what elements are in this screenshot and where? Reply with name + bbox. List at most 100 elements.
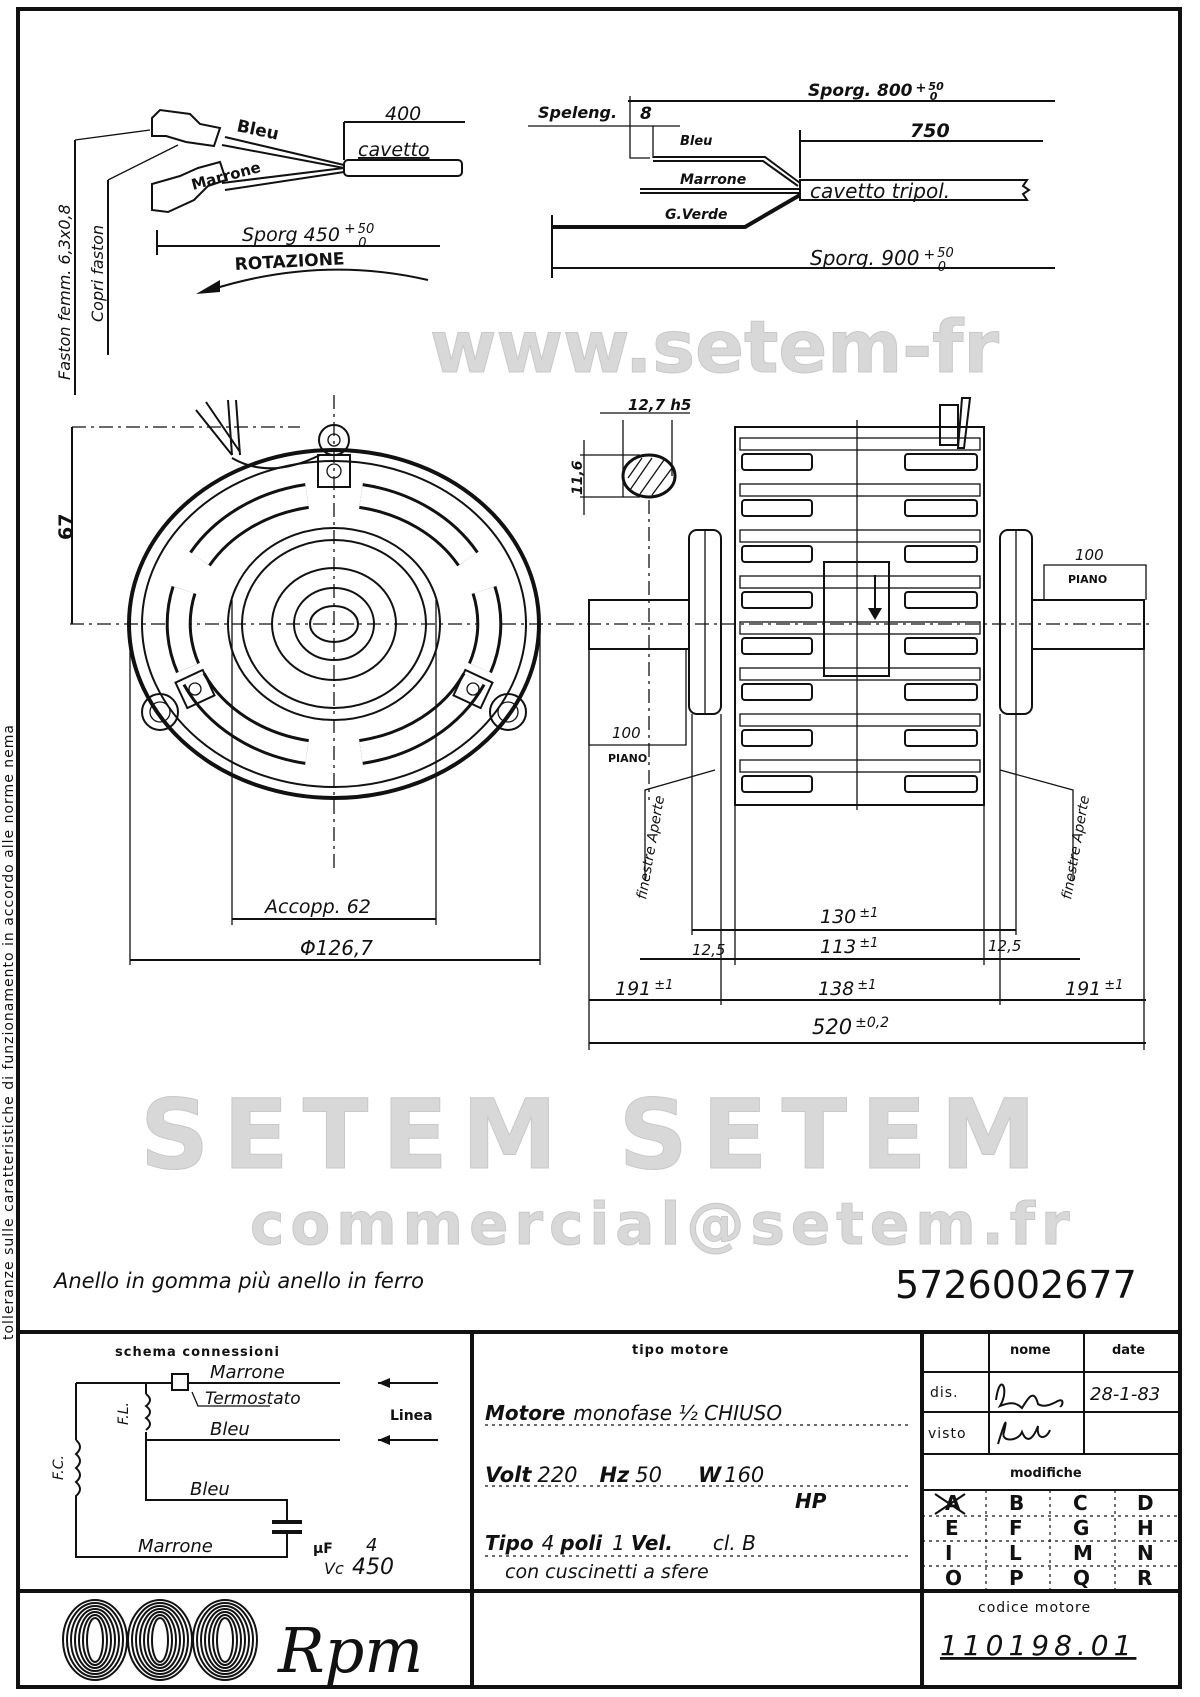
schema-marrone-top: Marrone xyxy=(210,1362,285,1383)
side-view: 12,7 h5 11,6 100 PIANO 100 PIANO finestr… xyxy=(560,396,1150,1050)
shaft-section-hatch xyxy=(627,457,673,496)
modifiche-label: modifiche xyxy=(1010,1466,1082,1481)
coprifaston-leader-arrow xyxy=(107,144,179,181)
logo-coil xyxy=(143,1611,177,1669)
revision-letter: N xyxy=(1137,1541,1154,1565)
revision-letter: R xyxy=(1137,1566,1152,1590)
dim-400: 400 xyxy=(385,103,421,125)
dim-coupling: Accopp. 62 xyxy=(263,896,371,918)
fin-slot-right xyxy=(904,775,978,793)
fin-slot-left xyxy=(741,453,813,471)
dim-12-5-right: 12,5 xyxy=(988,937,1021,955)
revision-letter: D xyxy=(1137,1491,1154,1515)
codice-title: codice motore xyxy=(978,1600,1091,1616)
logo-coil xyxy=(139,1608,181,1672)
schema-linea: Linea xyxy=(390,1408,433,1424)
fin-slot-right xyxy=(904,591,978,609)
revision-letter: I xyxy=(945,1541,952,1565)
fin-slot-left xyxy=(741,729,813,747)
wire-bleu xyxy=(221,136,345,169)
window-right-leader xyxy=(999,769,1074,880)
dim-67: 67 xyxy=(55,514,77,540)
housing-outer xyxy=(127,448,541,800)
faston-leader-arrow xyxy=(74,129,151,141)
speleng-ext xyxy=(629,96,654,159)
cooling-fins xyxy=(739,437,981,793)
dim-138: 138±1 xyxy=(818,978,876,1000)
logo-coil xyxy=(86,1617,104,1663)
flat-left-label: PIANO xyxy=(608,752,647,765)
visto-label: visto xyxy=(928,1426,967,1442)
designer-signature xyxy=(995,1383,1064,1410)
schema-termostato: Termostato xyxy=(205,1389,301,1409)
logo-coil xyxy=(147,1614,173,1666)
verde-label-right: G.Verde xyxy=(665,207,728,223)
dim-191-right: 191±1 xyxy=(1065,978,1123,1000)
schema-fl: F.L. xyxy=(116,1402,132,1425)
revision-letter: B xyxy=(1009,1491,1024,1515)
drawing-border xyxy=(16,7,1182,1689)
logo-coil xyxy=(204,1608,246,1672)
fin-slot-right xyxy=(904,729,978,747)
fin-slot-left xyxy=(741,683,813,701)
watermark-url: www.setem-fr xyxy=(430,305,999,389)
logo-coil xyxy=(192,1599,258,1681)
motor-type-title: tipo motore xyxy=(632,1343,729,1358)
motor-spec-rules xyxy=(485,1424,910,1557)
checker-signature xyxy=(997,1421,1051,1445)
lead-wires xyxy=(195,399,241,456)
front-view: 67 Accopp. 62 Φ126,7 xyxy=(55,395,560,965)
cable-label: cavetto xyxy=(358,139,430,161)
rotation-arrow xyxy=(209,268,429,291)
dim-coupling-ext xyxy=(231,600,437,925)
revision-letter: O xyxy=(945,1566,962,1590)
fin-band xyxy=(739,713,981,727)
fin-band xyxy=(739,621,981,635)
window-right-label: finestre Aperte xyxy=(1059,794,1093,900)
nameplate xyxy=(823,561,890,677)
logo-coil xyxy=(74,1608,116,1672)
logo-coil xyxy=(82,1614,108,1666)
fin-slot-right xyxy=(904,683,978,701)
schema-marrone-bottom: Marrone xyxy=(138,1536,213,1557)
motor-body xyxy=(734,426,985,806)
revision-letter: L xyxy=(1009,1541,1022,1565)
fin-slot-left xyxy=(741,545,813,563)
schema-title: schema connessioni xyxy=(115,1345,280,1360)
logo-coil xyxy=(200,1605,250,1675)
logo-coils xyxy=(62,1599,258,1681)
wire-bleu-right xyxy=(653,156,801,187)
revision-letter: P xyxy=(1009,1566,1024,1590)
hub-ring-3 xyxy=(271,567,397,681)
dimension-extensions xyxy=(588,649,1145,1050)
lead-wire-bend xyxy=(231,454,321,470)
nome-header: nome xyxy=(1010,1343,1051,1358)
arrow-down-icon xyxy=(868,608,882,620)
thermostat-leader xyxy=(191,1391,270,1407)
dim-750: 750 xyxy=(910,120,950,142)
speleng-label: Speleng. xyxy=(538,103,617,122)
flat-right-label: PIANO xyxy=(1068,573,1107,586)
dis-label: dis. xyxy=(930,1385,959,1401)
fin-band xyxy=(739,667,981,681)
dim-520: 520±0,2 xyxy=(812,1015,889,1039)
logo-text: Rpm xyxy=(277,1614,423,1687)
faston-connector-bleu xyxy=(151,108,222,148)
cable-sleeve xyxy=(343,159,463,177)
coil-fl-icon xyxy=(144,1393,151,1431)
fin-slot-right xyxy=(904,453,978,471)
cable-tripolar xyxy=(799,179,1031,201)
hub-ring-2 xyxy=(241,539,427,709)
fin-slot-right xyxy=(904,637,978,655)
connection-schematic: Marrone Termostato Bleu Linea F.L. F.C. … xyxy=(51,1362,438,1580)
logo-coil xyxy=(151,1617,169,1663)
fin-slot-left xyxy=(741,775,813,793)
wire-verde-right xyxy=(552,193,802,229)
